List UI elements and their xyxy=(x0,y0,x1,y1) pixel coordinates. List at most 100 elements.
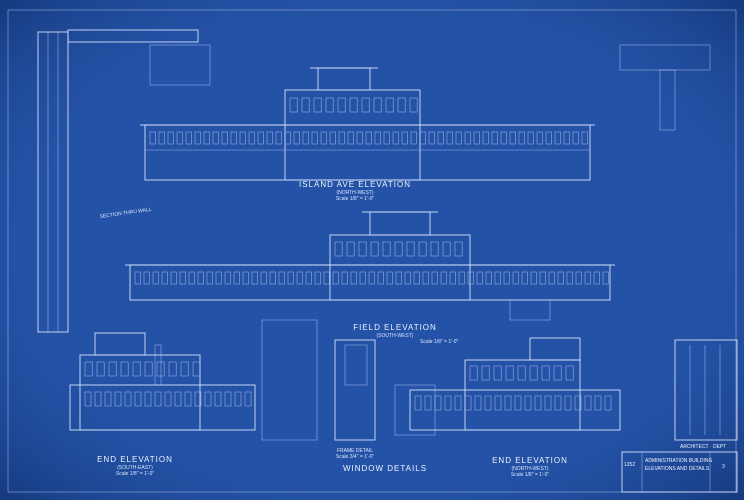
window xyxy=(545,131,552,145)
window xyxy=(251,271,258,285)
window xyxy=(194,131,201,145)
window xyxy=(455,131,462,145)
window xyxy=(494,271,501,285)
window xyxy=(386,271,393,285)
window xyxy=(534,395,542,411)
end-elevation-right: END ELEVATION (NORTH-WEST) Scale 1/8" = … xyxy=(409,337,621,478)
window xyxy=(289,97,298,113)
window xyxy=(325,97,334,113)
window xyxy=(373,97,382,113)
window xyxy=(108,361,117,377)
window xyxy=(349,97,358,113)
window xyxy=(234,391,242,407)
view-title-window-details: WINDOW DETAILS xyxy=(343,464,427,473)
window xyxy=(544,395,552,411)
window xyxy=(158,131,165,145)
view-scale: Scale 1/8" = 1'-0" xyxy=(420,339,459,345)
window xyxy=(293,131,300,145)
window xyxy=(553,365,562,381)
window xyxy=(239,131,246,145)
view-scale: Scale 1/8" = 1'-0" xyxy=(336,196,375,202)
window xyxy=(491,131,498,145)
window xyxy=(565,365,574,381)
window xyxy=(446,131,453,145)
window xyxy=(185,131,192,145)
window xyxy=(517,365,526,381)
window xyxy=(212,131,219,145)
window xyxy=(170,271,177,285)
window xyxy=(164,391,172,407)
window xyxy=(581,131,588,145)
window xyxy=(594,395,602,411)
window xyxy=(385,97,394,113)
window xyxy=(197,271,204,285)
window xyxy=(134,271,141,285)
window xyxy=(514,395,522,411)
window xyxy=(305,271,312,285)
window xyxy=(485,271,492,285)
window xyxy=(449,271,456,285)
window xyxy=(94,391,102,407)
window xyxy=(174,391,182,407)
window xyxy=(337,97,346,113)
window xyxy=(188,271,195,285)
window xyxy=(257,131,264,145)
window xyxy=(114,391,122,407)
window xyxy=(377,271,384,285)
window xyxy=(440,271,447,285)
window xyxy=(96,361,105,377)
project-name: ADMINISTRATION BUILDING xyxy=(645,458,713,464)
window xyxy=(221,131,228,145)
window xyxy=(383,131,390,145)
window xyxy=(224,391,232,407)
window xyxy=(428,131,435,145)
window xyxy=(422,271,429,285)
window xyxy=(454,395,462,411)
window xyxy=(524,395,532,411)
window xyxy=(269,271,276,285)
field-elevation: FIELD ELEVATION (SOUTH-WEST) Scale 1/8" … xyxy=(125,211,615,345)
window xyxy=(397,97,406,113)
window xyxy=(604,395,612,411)
window xyxy=(287,271,294,285)
sheet-description: ELEVATIONS AND DETAILS xyxy=(645,466,710,472)
window xyxy=(593,271,600,285)
window xyxy=(84,361,93,377)
window xyxy=(302,131,309,145)
window xyxy=(323,271,330,285)
view-title-island-ave: ISLAND AVE ELEVATION xyxy=(299,180,411,189)
window xyxy=(370,241,379,257)
window xyxy=(557,271,564,285)
window xyxy=(503,271,510,285)
window xyxy=(301,97,310,113)
window xyxy=(548,271,555,285)
window xyxy=(409,97,418,113)
window xyxy=(347,131,354,145)
window xyxy=(469,365,478,381)
window xyxy=(311,131,318,145)
window xyxy=(467,271,474,285)
window xyxy=(512,271,519,285)
window xyxy=(248,131,255,145)
window xyxy=(554,395,562,411)
window xyxy=(132,361,141,377)
window xyxy=(554,131,561,145)
window xyxy=(361,97,370,113)
window xyxy=(505,365,514,381)
window xyxy=(215,271,222,285)
sheet-number: 3 xyxy=(722,464,725,470)
window xyxy=(575,271,582,285)
view-subtitle: (NORTH-WEST) xyxy=(336,190,373,196)
window xyxy=(149,131,156,145)
window xyxy=(154,391,162,407)
window xyxy=(530,271,537,285)
window xyxy=(584,395,592,411)
window xyxy=(275,131,282,145)
view-subtitle: (NORTH-WEST) xyxy=(511,466,548,472)
window xyxy=(244,391,252,407)
window xyxy=(437,131,444,145)
window xyxy=(356,131,363,145)
window xyxy=(266,131,273,145)
window xyxy=(296,271,303,285)
